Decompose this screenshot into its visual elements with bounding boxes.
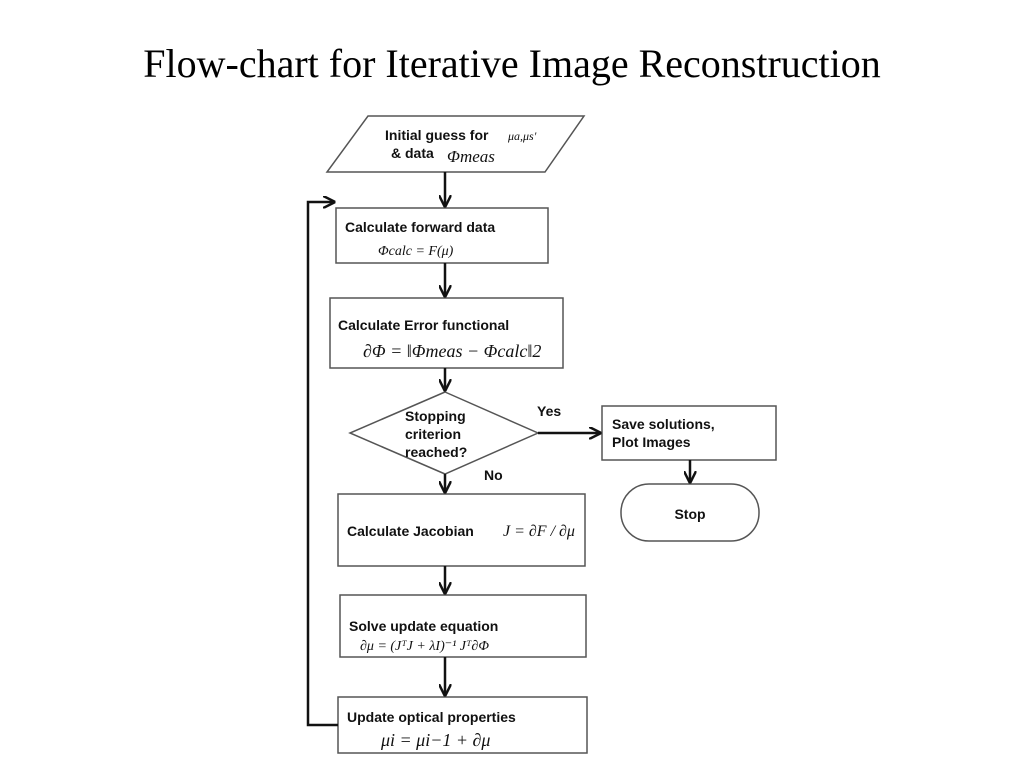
error-functional-label: Calculate Error functional — [338, 317, 509, 333]
solve-update-label: Solve update equation — [349, 618, 498, 634]
arrow-loop-back-to-forward — [306, 202, 338, 727]
stop-label: Stop — [674, 506, 705, 522]
decision-line-3: reached? — [405, 444, 467, 460]
error-functional-node: Calculate Error functional ∂Φ = ‖Φmeas −… — [329, 297, 564, 369]
solve-update-math: ∂μ = (JᵀJ + λI)⁻¹ Jᵀ∂Φ — [360, 639, 489, 654]
initial-guess-node: Initial guess for μa,μs' & data Φmeas — [325, 115, 586, 173]
solve-update-node: Solve update equation ∂μ = (JᵀJ + λI)⁻¹ … — [339, 594, 587, 658]
decision-line-2: criterion — [405, 426, 461, 442]
jacobian-math: J = ∂F / ∂μ — [503, 523, 575, 540]
save-solutions-line-1: Save solutions, — [612, 416, 715, 432]
stopping-criterion-decision: Stopping criterion reached? — [348, 391, 540, 475]
forward-data-node: Calculate forward data Φcalc = F(μ) — [335, 207, 549, 264]
decision-line-1: Stopping — [405, 408, 466, 424]
forward-data-label: Calculate forward data — [345, 219, 495, 235]
initial-guess-math-mu: μa,μs' — [507, 129, 537, 143]
initial-data-label: & data — [391, 145, 434, 161]
stop-node: Stop — [620, 483, 760, 542]
save-solutions-node: Save solutions, Plot Images — [601, 405, 777, 461]
edge-label-yes: Yes — [537, 403, 561, 419]
save-solutions-line-2: Plot Images — [612, 434, 691, 450]
page-title: Flow-chart for Iterative Image Reconstru… — [143, 41, 881, 86]
error-functional-math: ∂Φ = ‖Φmeas − Φcalc‖2 — [363, 341, 541, 361]
jacobian-node: Calculate Jacobian J = ∂F / ∂μ — [337, 493, 586, 567]
update-properties-node: Update optical properties μi = μi−1 + ∂μ — [337, 696, 588, 754]
initial-data-math-phi: Φmeas — [447, 147, 495, 166]
update-properties-label: Update optical properties — [347, 709, 516, 725]
edge-label-no: No — [484, 467, 503, 483]
jacobian-label: Calculate Jacobian — [347, 523, 474, 539]
initial-guess-label: Initial guess for — [385, 127, 489, 143]
update-properties-math: μi = μi−1 + ∂μ — [380, 730, 490, 750]
forward-data-math: Φcalc = F(μ) — [378, 244, 454, 259]
